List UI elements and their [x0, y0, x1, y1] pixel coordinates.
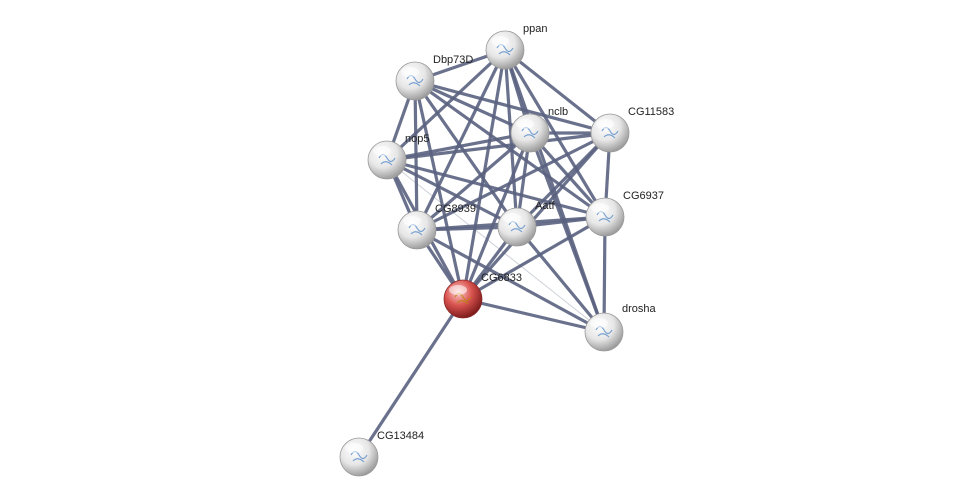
edge-Aatf-drosha	[515, 225, 606, 334]
node-label: ppan	[523, 23, 547, 35]
edge-ppan-Aatf	[503, 49, 519, 228]
node-bubble[interactable]	[590, 113, 630, 153]
edge-CG11583-CG8939	[416, 131, 611, 232]
edge-CG8939-drosha	[416, 228, 605, 334]
node-bubble[interactable]	[443, 279, 483, 319]
node-label: drosha	[622, 303, 657, 315]
node-nop5[interactable]: nop5	[367, 133, 429, 180]
node-highlight	[345, 443, 363, 453]
node-CG13484[interactable]: CG13484	[339, 430, 424, 477]
node-highlight	[401, 67, 419, 77]
node-bubble[interactable]	[584, 312, 624, 352]
node-bubble[interactable]	[339, 437, 379, 477]
node-highlight	[403, 216, 421, 226]
node-label: CG8939	[435, 203, 476, 215]
node-Aatf[interactable]: Aatf	[497, 200, 556, 247]
edge-CG11583-nop5	[386, 131, 611, 162]
node-highlight	[591, 203, 609, 213]
node-label: nop5	[405, 133, 429, 145]
node-highlight	[373, 146, 391, 156]
edge-ppan-CG11583	[504, 48, 611, 135]
edge-Dbp73D-nclb	[414, 79, 531, 135]
node-highlight	[516, 119, 534, 129]
node-highlight	[590, 318, 608, 328]
node-label: CG13484	[377, 430, 424, 442]
node-label: Aatf	[535, 200, 556, 212]
node-label: Dbp73D	[433, 54, 473, 66]
node-label: CG6833	[481, 272, 522, 284]
node-label: CG11583	[628, 106, 674, 118]
node-highlight	[491, 36, 509, 46]
edge-CG6833-CG13484	[357, 298, 465, 458]
node-CG6937[interactable]: CG6937	[585, 190, 664, 237]
node-Dbp73D[interactable]: Dbp73D	[395, 54, 473, 101]
edge-CG11583-CG6833	[461, 131, 612, 301]
edge-nop5-Aatf	[386, 158, 518, 229]
node-bubble[interactable]	[585, 197, 625, 237]
node-CG11583[interactable]: CG11583	[590, 106, 674, 153]
edge-CG6833-drosha	[462, 297, 605, 334]
node-CG6833[interactable]: CG6833	[443, 272, 522, 319]
edge-Dbp73D-CG6833	[413, 80, 465, 300]
edge-CG6937-CG6833	[462, 215, 606, 301]
node-bubble[interactable]	[395, 61, 435, 101]
edge-Dbp73D-CG11583	[414, 79, 611, 135]
node-highlight	[449, 285, 467, 295]
edge-Dbp73D-Aatf	[413, 80, 519, 228]
edge-nop5-CG6937	[386, 158, 606, 219]
node-nclb[interactable]: nclb	[510, 106, 568, 153]
node-label: CG6937	[623, 190, 664, 202]
node-bubble[interactable]	[397, 210, 437, 250]
node-CG8939[interactable]: CG8939	[397, 203, 476, 250]
node-highlight	[596, 119, 614, 129]
node-drosha[interactable]: drosha	[584, 303, 657, 352]
weak-edge-nop5-drosha	[386, 159, 605, 333]
node-bubble[interactable]	[510, 113, 550, 153]
node-label: nclb	[548, 106, 568, 118]
node-highlight	[503, 213, 521, 223]
edge-ppan-CG8939	[415, 49, 507, 231]
node-bubble[interactable]	[485, 30, 525, 70]
node-bubble[interactable]	[367, 140, 407, 180]
network-edges	[357, 48, 612, 458]
edge-nclb-nop5	[386, 131, 531, 162]
node-bubble[interactable]	[497, 207, 537, 247]
node-ppan[interactable]: ppan	[485, 23, 547, 70]
